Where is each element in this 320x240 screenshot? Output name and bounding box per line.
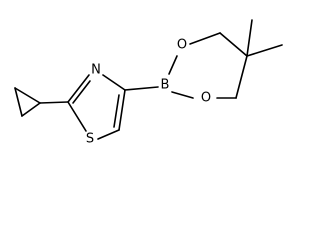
atom-label-s: S bbox=[86, 132, 94, 147]
bond-ch2-top-cq bbox=[219, 32, 248, 57]
bond-o2-b bbox=[171, 91, 194, 99]
chemical-structure: N S B O O bbox=[14, 19, 283, 147]
bond-c4-c5-double bbox=[113, 94, 120, 128]
bond-cp-to-c2 bbox=[39, 101, 69, 104]
bond-c2-n3-double bbox=[72, 80, 91, 104]
thiazole-ring bbox=[67, 74, 126, 140]
bond-cp-top-left bbox=[14, 87, 23, 117]
bond-cp-left-right bbox=[21, 102, 41, 117]
gem-dimethyl bbox=[246, 19, 283, 57]
bond-cq-methyl-1 bbox=[246, 19, 253, 57]
atom-label-n: N bbox=[91, 63, 101, 78]
bond-s1-c2 bbox=[67, 101, 87, 132]
bond-c4-b bbox=[124, 86, 159, 91]
atom-label-o-top: O bbox=[177, 38, 187, 53]
bond-n3-c4 bbox=[102, 74, 126, 91]
bond-c2-n3 bbox=[67, 74, 90, 103]
bond-c4-c5 bbox=[118, 89, 126, 131]
atom-label-o-bottom: O bbox=[201, 91, 211, 106]
bond-b-o1 bbox=[168, 55, 178, 75]
dioxaborinane-ring bbox=[168, 32, 248, 99]
atom-label-b: B bbox=[161, 78, 170, 93]
bond-o1-ch2-top bbox=[189, 32, 221, 45]
bond-cq-ch2-bottom bbox=[235, 55, 248, 99]
bond-cp-right-top bbox=[14, 87, 41, 104]
bond-cq-methyl-2 bbox=[246, 44, 283, 57]
bond-c5-s1 bbox=[97, 129, 120, 140]
cyclopropyl-ring bbox=[14, 87, 41, 117]
